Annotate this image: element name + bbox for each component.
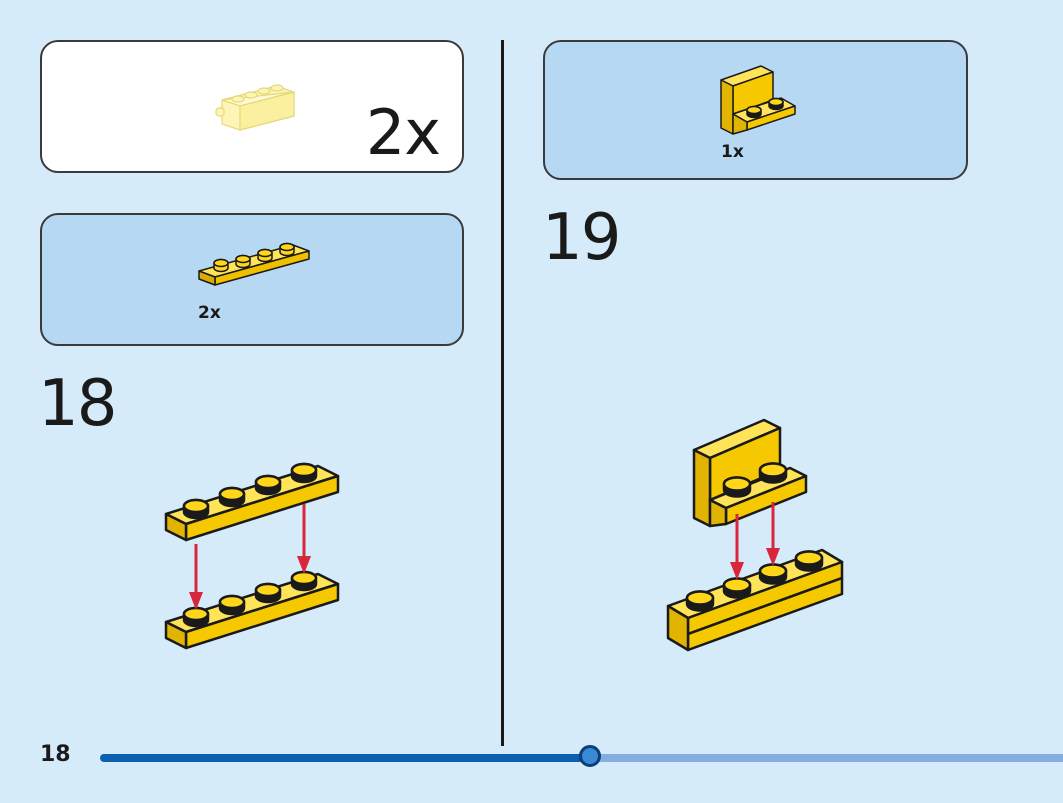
progress-bar-remaining <box>592 754 1063 762</box>
submodel-preview-image <box>215 84 295 131</box>
submodel-callout: 2x <box>40 40 464 173</box>
placement-arrows <box>189 504 311 610</box>
step-18-illustration <box>164 462 340 650</box>
step-number-18: 18 <box>38 367 117 441</box>
page-number: 18 <box>40 742 71 767</box>
progress-bar-completed <box>100 754 594 762</box>
step-number-19: 19 <box>542 201 621 275</box>
bracket-part-icon <box>720 65 796 135</box>
bottom-plate-1x4 <box>164 570 340 650</box>
parts-list-step-19: 1x <box>543 40 968 180</box>
progress-indicator-knob[interactable] <box>579 745 601 767</box>
part-quantity: 1x <box>721 142 744 162</box>
placement-arrows <box>730 502 780 580</box>
top-plate-1x4 <box>164 462 340 542</box>
submodel-multiplier: 2x <box>365 96 441 169</box>
parts-list-step-18: 2x <box>40 213 464 346</box>
column-divider <box>501 40 504 746</box>
bracket-1x2-2x2 <box>692 418 808 528</box>
step-19-illustration <box>666 418 844 652</box>
plate-1x4-part-icon <box>198 242 310 286</box>
stacked-plates-assembly <box>666 548 844 652</box>
part-quantity: 2x <box>198 303 221 323</box>
